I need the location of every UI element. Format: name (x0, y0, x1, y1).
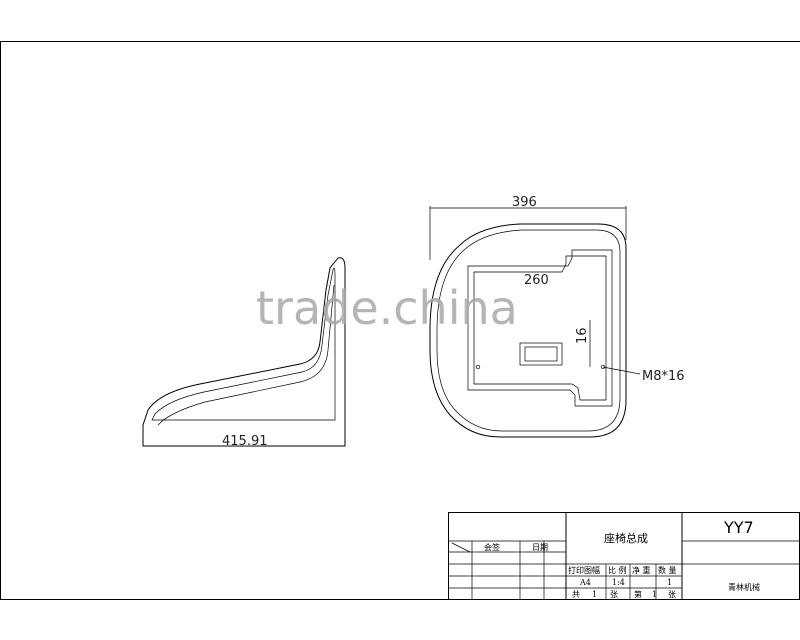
model-number: YY7 (723, 518, 754, 537)
header-net-weight: 净 重 (632, 565, 651, 575)
watermark: trade.china (256, 281, 518, 335)
header-print-size: 打印图幅 (568, 565, 600, 575)
side-view (142, 257, 346, 447)
sheet-total-label: 共 (572, 590, 580, 599)
sheet-total-count: 1 (592, 590, 597, 599)
top-width-dimension: 396 (512, 195, 537, 210)
drawing-title: 座椅总成 (604, 531, 648, 545)
value-quantity: 1 (667, 578, 672, 587)
header-scale: 比 例 (608, 565, 627, 575)
sheet-number-label: 第 (634, 589, 642, 599)
company-name: 青林机械 (728, 582, 760, 592)
bolt-callout: M8*16 (642, 369, 685, 384)
sheet-number: 1 (652, 590, 657, 599)
drawing-border (0, 41, 800, 600)
value-print-size: A4 (579, 578, 591, 587)
sheet-number-unit: 张 (668, 590, 676, 599)
side-width-dimension: 415.91 (222, 434, 268, 449)
top-view (429, 206, 641, 438)
date-label: 日期 (532, 543, 548, 552)
sign-label: 会签 (484, 542, 500, 552)
inner-width-dimension: 260 (524, 273, 549, 288)
vertical-dimension: 16 (575, 327, 590, 344)
value-scale: 1:4 (612, 578, 625, 587)
sheet-total-unit: 张 (610, 590, 618, 599)
header-quantity: 数 量 (658, 565, 677, 575)
title-block (448, 512, 800, 600)
